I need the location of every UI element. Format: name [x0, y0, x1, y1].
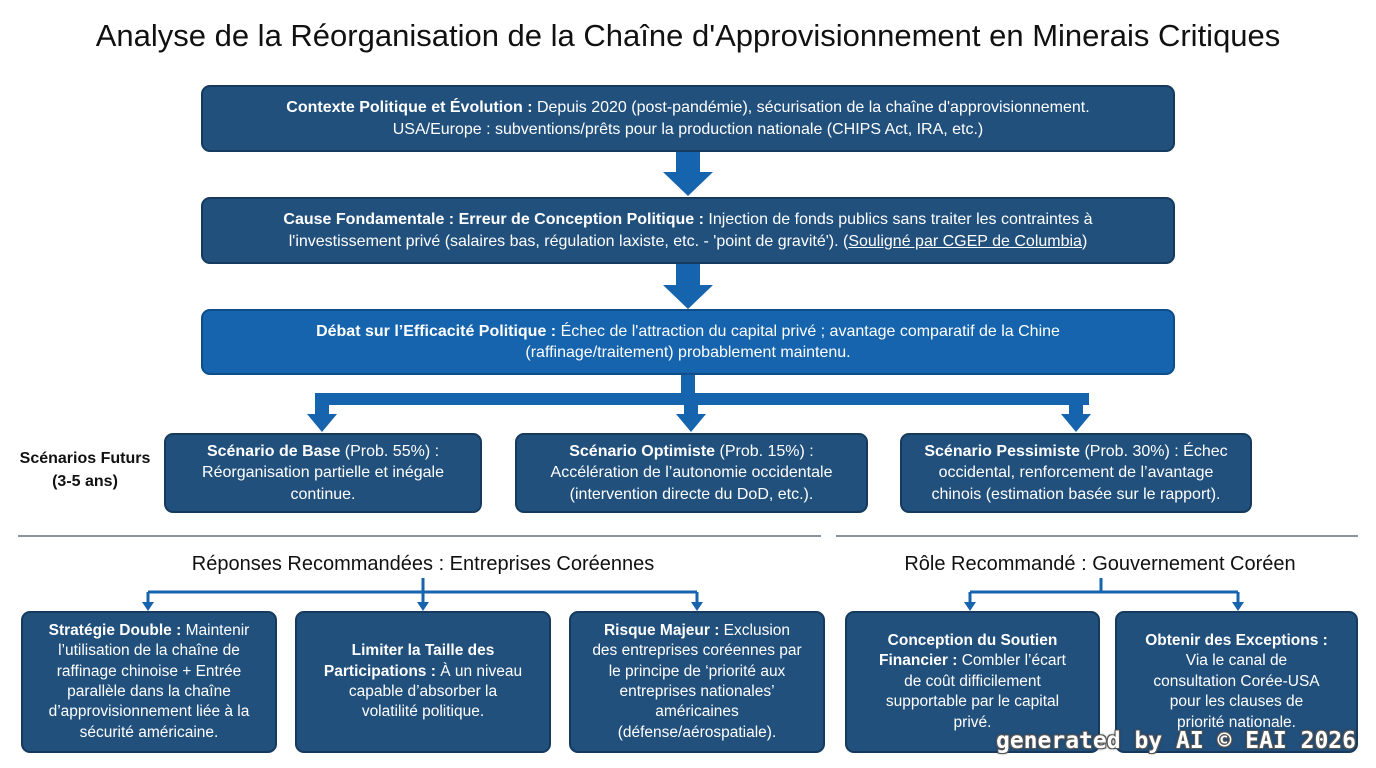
scenario-pessimistic-text-1: occidental, renforcement de l’avantage [938, 464, 1214, 482]
scenario-optimistic-heading: Scénario Optimiste [569, 443, 716, 461]
cause-source-link[interactable]: Souligné par CGEP de Columbia [848, 232, 1082, 250]
divider-left [18, 535, 821, 537]
scenario-base-box: Scénario de Base (Prob. 55%) : Réorganis… [164, 433, 482, 513]
cause-text-1: Injection de fonds publics sans traiter … [703, 211, 1093, 229]
arrow-to-base [307, 405, 337, 432]
context-heading: Contexte Politique et Évolution : [286, 99, 533, 117]
branch-bar [315, 393, 1089, 405]
scenario-optimistic-text-1: Accélération de l’autonomie occidentale [550, 464, 833, 482]
scenario-base-text-1: Réorganisation partielle et inégale [202, 464, 444, 482]
companies-arrow-2 [417, 602, 429, 611]
cause-close-paren: ) [1081, 232, 1088, 250]
financial-support-box: Conception du Soutien Financier : Comble… [845, 611, 1100, 753]
dual-strategy-box: Stratégie Double : Maintenir l’utilisati… [21, 611, 277, 753]
scenario-pessimistic-heading: Scénario Pessimiste [924, 443, 1080, 461]
exceptions-box: Obtenir des Exceptions : Via le canal de… [1115, 611, 1358, 753]
debate-heading: Débat sur l’Efficacité Politique : [316, 322, 557, 340]
limit-participation-box: Limiter la Taille des Participations : À… [295, 611, 551, 753]
companies-arrow-3 [691, 602, 703, 611]
watermark: generated by AI © EAI 2026 [995, 728, 1356, 754]
cause-text-2: l'investissement privé (salaires bas, ré… [288, 232, 849, 250]
arrow-cause-to-debate [663, 264, 713, 309]
major-risk-box: Risque Majeur : Exclusion des entreprise… [569, 611, 825, 753]
companies-section-title: Réponses Recommandées : Entreprises Coré… [191, 553, 655, 575]
government-section-title: Rôle Recommandé : Gouvernement Coréen [904, 553, 1296, 575]
cause-box: Cause Fondamentale : Erreur de Conceptio… [201, 197, 1175, 264]
scenario-base-prob: (Prob. 55%) : [340, 443, 440, 461]
major-risk-heading: Risque Majeur : [603, 621, 720, 639]
cause-heading: Cause Fondamentale : Erreur de Conceptio… [283, 211, 704, 229]
companies-arrow-1 [142, 602, 154, 611]
scenarios-label: Scénarios Futurs (3-5 ans) [19, 450, 151, 491]
scenario-optimistic-prob: (Prob. 15%) : [715, 443, 814, 461]
divider-right [836, 535, 1358, 537]
scenario-base-text-2: continue. [290, 485, 356, 503]
context-box: Contexte Politique et Évolution : Depuis… [201, 85, 1175, 152]
gov-arrow-1 [964, 602, 976, 611]
arrow-to-pessimistic [1061, 405, 1091, 432]
exceptions-heading: Obtenir des Exceptions : [1145, 631, 1328, 649]
scenario-pessimistic-prob: (Prob. 30%) : Échec [1080, 443, 1228, 461]
branch-stem [681, 374, 695, 396]
gov-arrow-2 [1232, 602, 1244, 611]
scenario-optimistic-text-2: (intervention directe du DoD, etc.). [569, 485, 814, 503]
arrow-context-to-cause [663, 152, 713, 196]
debate-text-2: (raffinage/traitement) probablement main… [525, 344, 851, 361]
scenario-pessimistic-text-2: chinois (estimation basée sur le rapport… [931, 485, 1221, 503]
scenario-optimistic-box: Scénario Optimiste (Prob. 15%) : Accélér… [515, 433, 868, 513]
page-title: Analyse de la Réorganisation de la Chaîn… [95, 18, 1281, 53]
financial-support-heading: Conception du Soutien [887, 631, 1058, 649]
arrow-to-optimistic [676, 405, 706, 432]
scenario-pessimistic-box: Scénario Pessimiste (Prob. 30%) : Échec … [900, 433, 1252, 513]
context-text-2: USA/Europe : subventions/prêts pour la p… [392, 120, 984, 138]
context-text-1: Depuis 2020 (post-pandémie), sécurisatio… [532, 99, 1090, 117]
debate-text-1: Échec de l'attraction du capital privé ;… [556, 322, 1060, 340]
debate-box: Débat sur l’Efficacité Politique : Échec… [201, 309, 1175, 375]
limit-participation-heading: Limiter la Taille des [351, 642, 495, 660]
scenario-base-heading: Scénario de Base [206, 443, 341, 461]
dual-strategy-heading: Stratégie Double : [48, 621, 182, 639]
